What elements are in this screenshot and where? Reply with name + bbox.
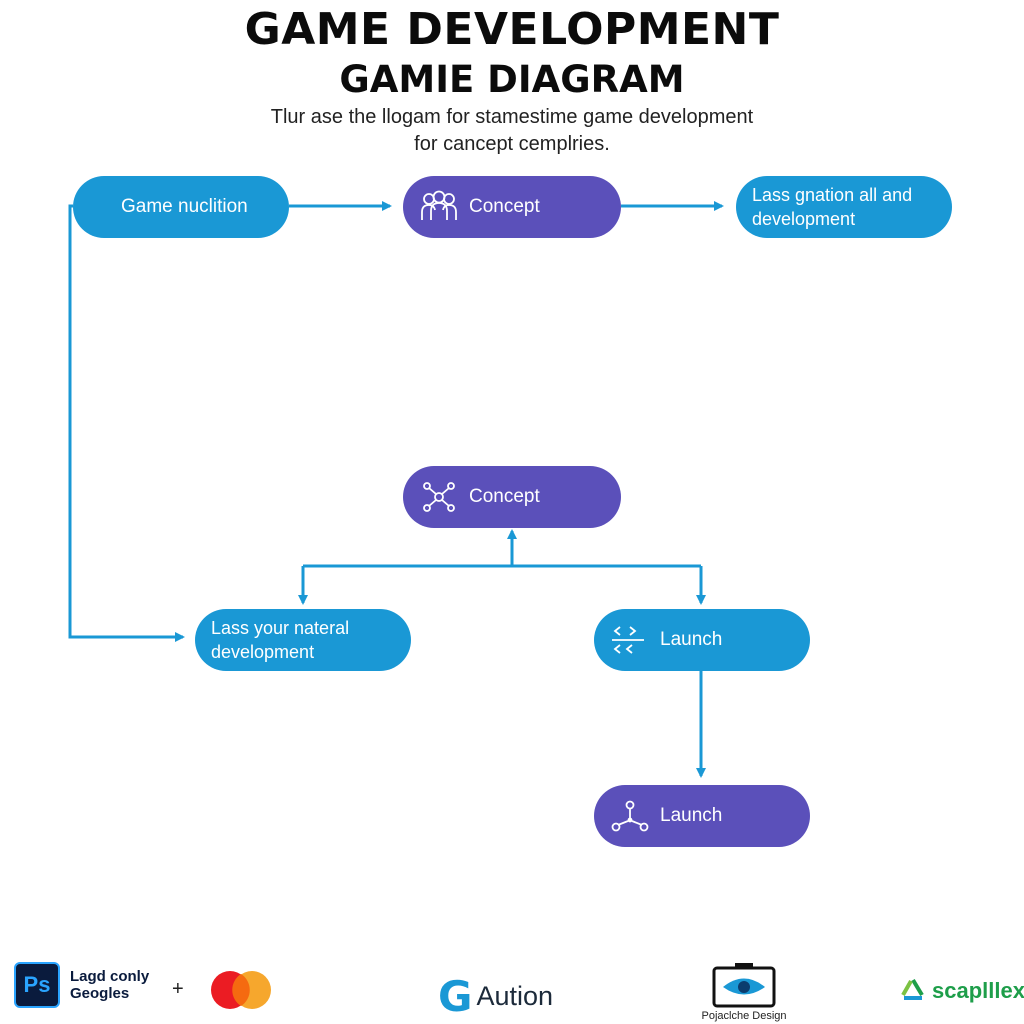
camera-design-logo: Pojaclche Design <box>696 962 792 1022</box>
camera-logo-text: Pojaclche Design <box>701 1010 787 1022</box>
camera-eye-icon <box>712 963 776 1008</box>
node-label-line-2: development <box>752 209 856 229</box>
node-lass-gnation[interactable]: Lass gnation all and development <box>736 176 952 238</box>
scaplllex-text: scaplllex <box>932 978 1024 1003</box>
photoshop-logo: Ps Lagd conly Geogles <box>14 962 149 1008</box>
triangle-nodes-icon <box>608 799 652 833</box>
network-nodes-icon <box>417 480 461 514</box>
node-launch-mid[interactable]: Launch <box>594 609 810 671</box>
diagram-subtitle-heading: GAMIE DIAGRAM <box>339 58 685 101</box>
arrow-nuclition-to-lass-natural <box>68 204 185 642</box>
ps-text-line-2: Geogles <box>70 985 130 1002</box>
node-launch-bottom[interactable]: Launch <box>594 785 810 847</box>
node-concept-top[interactable]: Concept <box>403 176 621 238</box>
node-label-line-1: Lass your nateral <box>211 618 350 638</box>
diagram-title: GAME DEVELOPMENT <box>244 4 780 55</box>
ps-badge-icon: Ps <box>14 962 60 1008</box>
node-label: Game nuclition <box>121 196 248 217</box>
ps-text-line-1: Lagd conly <box>70 968 150 985</box>
description-line-1: Tlur ase the llogam for stamestime game … <box>270 106 754 128</box>
node-label: Concept <box>469 486 540 507</box>
aution-text: Aution <box>476 981 554 1011</box>
overlapping-circles-logo-icon <box>211 971 271 1009</box>
description-line-2: for cancept cemplries. <box>414 133 610 155</box>
plus-sign: + <box>172 978 184 1000</box>
scaplllex-logo: scaplllex <box>898 976 1024 1006</box>
node-label: Concept <box>469 196 540 217</box>
aution-logo: G Aution <box>438 972 553 1021</box>
people-group-icon <box>417 190 461 224</box>
node-concept-mid[interactable]: Concept <box>403 466 621 528</box>
node-label: Launch <box>660 629 723 650</box>
code-arrows-icon <box>608 623 652 657</box>
recycle-icon <box>901 978 924 1000</box>
node-game-nuclition[interactable]: Game nuclition <box>73 176 289 238</box>
node-label-line-2: development <box>211 642 315 662</box>
g-logo-icon: G <box>438 972 473 1021</box>
node-label-line-1: Lass gnation all and <box>752 185 913 205</box>
node-label: Launch <box>660 805 723 826</box>
node-lass-natural[interactable]: Lass your nateral development <box>195 609 411 671</box>
